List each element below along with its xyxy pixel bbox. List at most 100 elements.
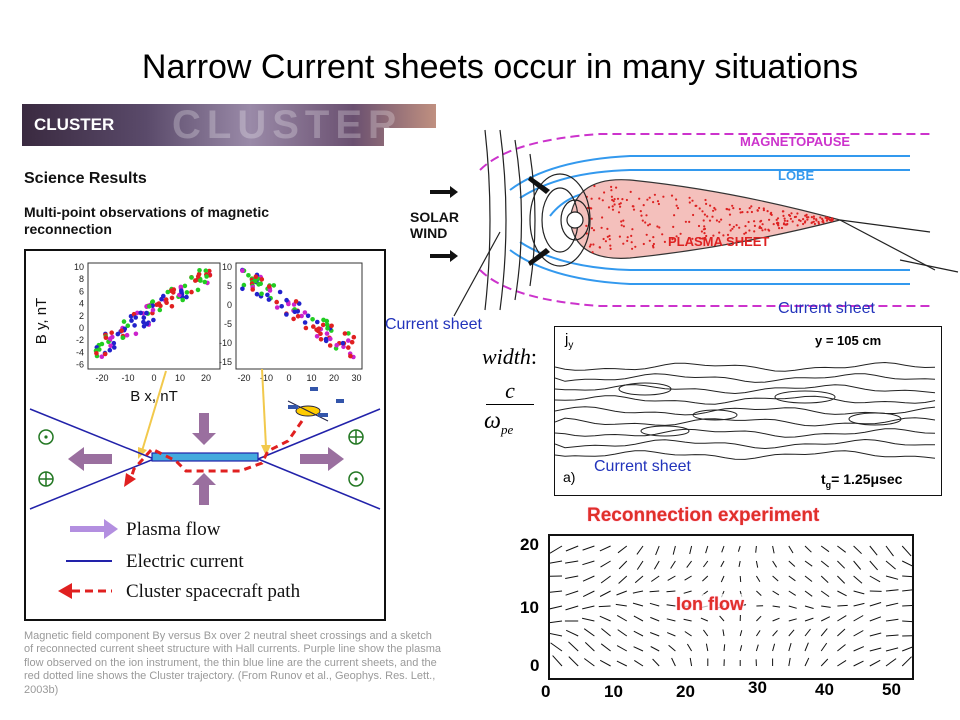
plasma-dot	[611, 208, 615, 211]
plasma-dot	[750, 205, 753, 208]
scatter-point	[164, 300, 169, 305]
plasma-dot	[691, 199, 694, 202]
flow-vector	[837, 560, 846, 569]
plasma-dot	[698, 207, 701, 210]
plasma-dot	[750, 210, 753, 214]
flow-vector	[772, 643, 776, 652]
plasma-dot	[822, 221, 825, 224]
flow-vector	[652, 658, 660, 667]
plasma-dot	[700, 230, 703, 233]
plasma-dot	[631, 247, 634, 250]
scatter-point	[277, 289, 283, 295]
plasma-dot	[688, 196, 691, 199]
ion-flow-ytick-0: 0	[530, 656, 540, 675]
plasma-dot	[612, 200, 615, 203]
cluster-trajectory	[128, 420, 304, 482]
flow-vector	[772, 545, 775, 554]
plasma-dot	[744, 225, 747, 228]
contour-svg	[555, 361, 936, 460]
scatter-point	[112, 345, 117, 350]
flow-vector	[568, 656, 579, 667]
plasma-dot	[777, 224, 780, 227]
plasma-dot	[622, 242, 625, 245]
flow-vector	[721, 545, 725, 553]
flow-vector	[885, 647, 899, 652]
flow-vector	[772, 617, 780, 622]
current-sheet-pointer-left	[453, 231, 501, 317]
flow-vector	[600, 575, 611, 584]
contour-panel-label: a)	[563, 469, 576, 485]
plasma-dot	[783, 217, 786, 220]
flow-vector	[853, 630, 864, 637]
flow-vector	[804, 628, 811, 637]
scatter-point	[346, 338, 351, 343]
plasma-dot	[802, 218, 805, 221]
contour-tg-label: tg= 1.25μsec	[821, 471, 902, 490]
plasma-dot	[703, 225, 706, 228]
formula-width-text: width	[482, 344, 531, 369]
plasma-dot	[622, 225, 625, 228]
scatter-point	[240, 268, 245, 273]
scatter-point	[349, 339, 355, 345]
flow-vector	[853, 590, 865, 595]
flow-vector	[902, 646, 912, 652]
flow-vector	[821, 605, 831, 608]
flow-vector	[737, 545, 741, 552]
scatter-point	[316, 326, 322, 331]
scatter-point	[323, 338, 329, 344]
flow-vector	[837, 604, 848, 607]
scatter-point	[324, 331, 330, 336]
ion-flow-label: Ion flow	[676, 594, 744, 615]
scatter-point	[346, 345, 351, 350]
contour-loop	[774, 390, 836, 404]
plasma-dot	[804, 214, 807, 217]
scatter-point	[133, 331, 139, 337]
scatter-point	[207, 268, 212, 274]
flow-vector	[755, 575, 761, 583]
plasma-dot	[615, 186, 618, 189]
plasma-dot	[732, 207, 735, 210]
scatter-point	[154, 302, 159, 307]
scatter-point	[284, 297, 289, 303]
scatter-point	[348, 353, 353, 359]
flow-vector	[686, 560, 693, 568]
scatter-point	[99, 354, 105, 359]
tick-label: -20	[95, 373, 108, 383]
flow-vector	[632, 602, 644, 607]
tick-label: 20	[329, 373, 339, 383]
tick-label: -10	[121, 373, 134, 383]
scatter-point	[141, 315, 147, 320]
scatter-point	[107, 347, 113, 353]
plasma-dot	[748, 229, 751, 232]
plasma-dot	[630, 241, 633, 244]
plasma-dot	[815, 219, 818, 222]
tick-label: 30	[351, 373, 361, 383]
plasma-dot	[652, 242, 655, 246]
flow-vector	[853, 575, 863, 584]
plasma-dot	[644, 221, 647, 224]
plasma-dot	[640, 214, 643, 217]
plasma-dot	[657, 202, 660, 206]
flow-vector	[869, 545, 878, 556]
plasma-dot	[731, 227, 734, 230]
plasma-dot	[641, 219, 644, 222]
plasma-dot	[630, 234, 633, 237]
yellow-arrow-left	[141, 370, 167, 452]
plasma-dot	[778, 227, 781, 230]
ion-flow-xtick-40: 40	[815, 680, 834, 699]
scatter-point	[267, 288, 273, 293]
tick-label: 10	[222, 262, 232, 272]
scatter-point	[103, 335, 109, 340]
flow-vector	[869, 602, 882, 607]
flow-vector	[804, 590, 813, 597]
hall-circle-dot-icon	[38, 429, 54, 445]
flow-vector	[584, 642, 595, 652]
reconnection-sketch	[29, 387, 381, 510]
scatter-point	[124, 332, 130, 338]
flow-vector	[550, 605, 563, 610]
plasma-dot	[806, 218, 809, 221]
flow-vector	[668, 644, 676, 652]
flow-vector	[902, 575, 912, 578]
